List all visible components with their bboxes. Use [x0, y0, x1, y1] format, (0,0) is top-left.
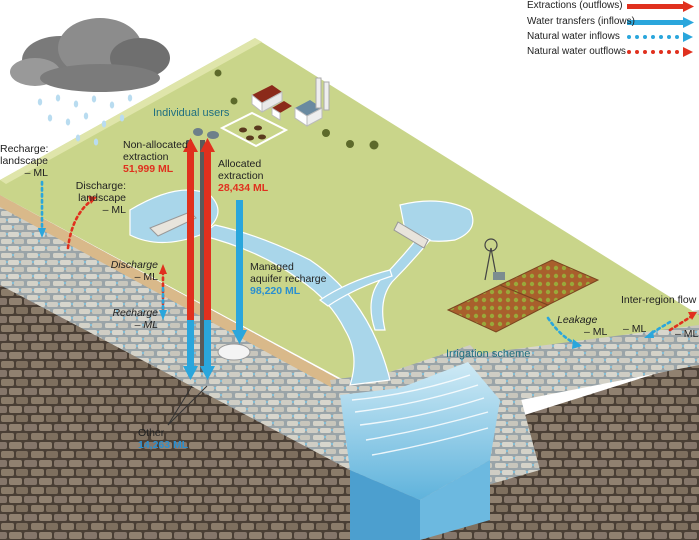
individual-users-label: Individual users: [153, 107, 230, 119]
recharge-landscape-label: Recharge: landscape – ML: [0, 143, 49, 179]
natural-flow-arrows: [38, 180, 697, 349]
non-allocated-extraction-arrow: [183, 138, 198, 365]
river-gorge: [330, 345, 540, 540]
irrigation-fields: [446, 259, 600, 333]
recharge-label: Recharge – ML: [112, 307, 158, 331]
legend-transfers: Water transfers (inflows): [527, 16, 635, 27]
aquifer-layer: [0, 195, 699, 470]
legend-extractions: Extractions (outflows): [527, 0, 623, 11]
legend-natural-inflows: Natural water inflows: [527, 31, 620, 42]
leakage-label: Leakage – ML: [557, 314, 608, 338]
discharge-label: Discharge – ML: [110, 259, 158, 283]
allocated-extraction-arrow: [200, 138, 215, 365]
non-allocated-extraction-label: Non-allocated extraction 51,999 ML: [123, 139, 188, 175]
inter-region-left-value: – ML: [623, 323, 647, 335]
inter-region-flow-label: Inter-region flow: [621, 294, 697, 306]
managed-recharge-arrow: [232, 200, 247, 344]
farm-buildings: [193, 77, 330, 148]
managed-aquifer-recharge-label: Managed aquifer recharge 98,220 ML: [250, 261, 327, 297]
allocated-extraction-label: Allocated extraction 28,434 ML: [218, 158, 269, 194]
inter-region-right-value: – ML: [675, 328, 699, 340]
legend-symbols: [627, 1, 694, 57]
other-transfer-arrows: [167, 320, 215, 426]
discharge-landscape-label: Discharge: landscape – ML: [75, 180, 126, 216]
legend-natural-outflows: Natural water outflows: [527, 46, 626, 57]
rain-cloud-icon: [10, 18, 170, 146]
trees: [214, 69, 379, 150]
river-system: [129, 189, 474, 386]
windmill-icon: [484, 238, 505, 281]
other-label: Other 14,263 ML: [138, 427, 189, 451]
irrigation-scheme-label: Irrigation scheme: [446, 348, 531, 360]
dam-icon: [149, 211, 429, 249]
